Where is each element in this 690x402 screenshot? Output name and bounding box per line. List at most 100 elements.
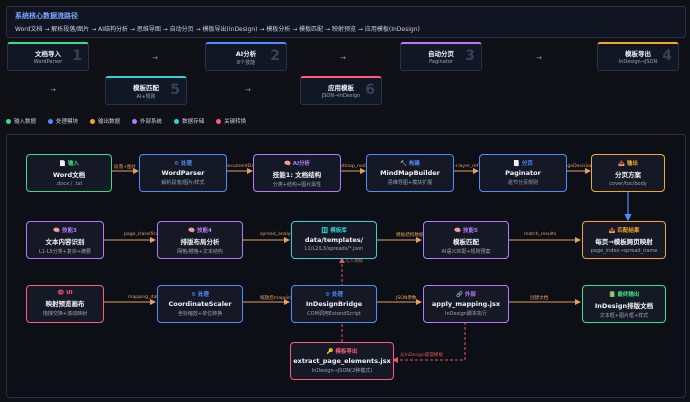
node-tag: 📑 分页 <box>513 161 533 167</box>
node-desc: 逐节分页规则 <box>507 180 538 186</box>
node-tag: 👁 UI <box>57 290 73 296</box>
edge-label: mindmap_node <box>333 164 369 169</box>
node-tag: 🧠 技能5 <box>454 228 478 234</box>
node-desc: InDesign脚本执行 <box>445 311 487 317</box>
node-tag: 🔗 外部 <box>456 292 476 298</box>
node-paginator[interactable]: 📑 分页 Paginator 逐节分页规则 <box>479 154 567 192</box>
node-desc: 解析段落/图片/样式 <box>161 180 205 186</box>
edge-label: DocumentData <box>224 164 259 169</box>
legend-label: 外部系统 <box>140 119 163 125</box>
node-title: extract_page_elements.jsx <box>293 357 391 365</box>
node-title: 每页→模板跨页映射 <box>595 238 653 246</box>
node-desc: InDesign→JSON(2种模式) <box>311 368 373 374</box>
step-number: 2 <box>270 48 280 64</box>
node-title: apply_mapping.jsx <box>431 300 501 308</box>
node-title: 文本内容识别 <box>45 238 85 246</box>
flow-summary-path: Word文档 → 解析段落/图片 → AI结构分析 → 思维导图 → 自动分页 … <box>15 26 420 33</box>
legend-item: 处理模块 <box>48 116 78 126</box>
node-desc: COM调用ExtendScript <box>307 311 361 317</box>
step-number: 3 <box>465 48 475 64</box>
step-card-1: 文档导入 WordParser 1 <box>7 42 89 71</box>
legend-label: 关键转换 <box>224 119 247 125</box>
node-indesign-bridge[interactable]: ⚙ 处理 InDesignBridge COM调用ExtendScript <box>291 285 377 323</box>
node-title: InDesign排版文档 <box>594 302 654 310</box>
node-desc: cover/toc/body <box>609 181 647 187</box>
node-word-parser[interactable]: ⚙ 处理 WordParser 解析段落/图片/样式 <box>139 154 227 192</box>
step-number: 5 <box>170 82 180 98</box>
step-sub: Paginator <box>429 59 453 65</box>
node-word-document[interactable]: 📄 输入 Word文档 .docx / .txt <box>26 154 112 192</box>
node-title: 排版布局分析 <box>180 238 220 246</box>
legend-item: 输出数据 <box>90 116 120 126</box>
edge-label: spread_analysis <box>260 232 297 237</box>
step-arrow: → <box>340 54 346 62</box>
step-card-5: 模板匹配 AI+规则 5 <box>105 76 187 105</box>
node-template-export[interactable]: 🔑 模板导出 extract_page_elements.jsx InDesig… <box>290 342 394 380</box>
node-apply-mapping[interactable]: 🔗 外部 apply_mapping.jsx InDesign脚本执行 <box>423 285 509 323</box>
node-tag: ⚙ 处理 <box>191 292 209 298</box>
node-tag: 📗 最终输出 <box>608 292 640 298</box>
node-desc: 文本框+图片框+样式 <box>599 313 649 319</box>
legend-dot <box>174 118 180 124</box>
node-desc: AI语义匹配+规则预案 <box>441 249 491 255</box>
legend-dot <box>48 118 54 124</box>
legend-label: 输入数据 <box>14 119 37 125</box>
node-skill-3[interactable]: 🧠 技能3 文本内容识别 L1-L5分类+复杂+摘要 <box>26 221 104 259</box>
node-mindmap-builder[interactable]: 🔨 构建 MindMapBuilder 思维导图+模块扩展 <box>366 154 454 192</box>
step-arrow: → <box>245 86 251 94</box>
node-coordinate-scaler[interactable]: ⚙ 处理 CoordinateScaler 坐标缩放+单位转换 <box>157 285 243 323</box>
legend-label: 输出数据 <box>98 119 121 125</box>
step-arrow: → <box>536 54 542 62</box>
node-tag: 📤 输出 <box>618 161 638 167</box>
node-title: 模板匹配 <box>453 238 479 246</box>
node-desc: 分类+结构+图片属性 <box>272 182 322 188</box>
edge-label: 创建文档 <box>530 296 549 301</box>
node-mapping-preview[interactable]: 👁 UI 映射预览画布 拖拽交换+滚动映射 <box>26 285 104 323</box>
edge-label: 模板结构数据 <box>396 233 424 238</box>
node-title: Paginator <box>505 169 541 177</box>
step-number: 6 <box>365 82 375 98</box>
legend-dot <box>132 118 138 124</box>
legend-label: 处理模块 <box>56 119 79 125</box>
edge-label: PageDecision[] <box>562 164 597 169</box>
step-sub: InDesign→JSON <box>618 59 658 65</box>
node-tag: 📄 输入 <box>59 161 79 167</box>
node-skill-5[interactable]: 🧠 技能5 模板匹配 AI语义匹配+规则预案 <box>423 221 509 259</box>
node-template-library[interactable]: 🗄 模板库 data/templates/ L1/L2/L3/spreads/*… <box>291 221 377 259</box>
node-desc: 坐标缩放+单位转换 <box>177 311 223 317</box>
node-match-result[interactable]: 📤 匹配结果 每页→模板跨页映射 page_index→spread_name <box>582 221 666 259</box>
step-name: 应用模板 <box>328 84 354 92</box>
node-tag: 🧠 技能4 <box>188 228 212 234</box>
legend-item: 输入数据 <box>6 116 36 126</box>
node-skill-4[interactable]: 🧠 技能4 排版布局分析 网格/栅格+文本结构 <box>157 221 243 259</box>
edge-label: mapping_data <box>128 295 161 300</box>
node-desc: page_index→spread_name <box>590 248 658 254</box>
step-card-6: 应用模板 JSON→InDesign 6 <box>300 76 382 105</box>
step-card-3: 自动分页 Paginator 3 <box>400 42 482 71</box>
node-title: InDesignBridge <box>305 300 363 308</box>
node-tag: 🧠 AI分析 <box>283 161 311 167</box>
node-final-output[interactable]: 📗 最终输出 InDesign排版文档 文本框+图片框+样式 <box>582 285 666 323</box>
node-page-plan[interactable]: 📤 输出 分页方案 cover/toc/body <box>591 154 665 192</box>
node-title: Word文档 <box>52 171 86 179</box>
node-skill-1[interactable]: 🧠 AI分析 技能1: 文档结构 分类+结构+图片属性 <box>253 154 341 192</box>
edge-label: page_classification <box>124 232 168 237</box>
edge-label: 写入模板 <box>345 259 364 264</box>
node-title: 技能1: 文档结构 <box>272 171 322 179</box>
node-title: data/templates/ <box>304 236 364 244</box>
node-title: 映射预览画布 <box>45 300 85 308</box>
node-desc: 网格/栅格+文本结构 <box>177 249 223 255</box>
step-name: 自动分页 <box>428 50 454 58</box>
node-desc: L1/L2/L3/spreads/*.json <box>304 246 364 252</box>
node-tag: ⚙ 处理 <box>174 161 192 167</box>
step-name: AI分析 <box>235 50 257 58</box>
node-tag: 🧠 技能3 <box>53 228 77 234</box>
node-tag: 🔑 模板导出 <box>326 349 358 355</box>
legend: 输入数据 处理模块 输出数据 外部系统 数据存储 关键转换 <box>6 116 246 126</box>
legend-item: 数据存储 <box>174 116 204 126</box>
edge-label: node+layer_ref <box>443 164 479 169</box>
legend-dot <box>90 118 96 124</box>
legend-dot <box>6 118 11 124</box>
step-sub: 8个技能 <box>236 60 256 66</box>
node-desc: 思维导图+模块扩展 <box>387 180 433 186</box>
